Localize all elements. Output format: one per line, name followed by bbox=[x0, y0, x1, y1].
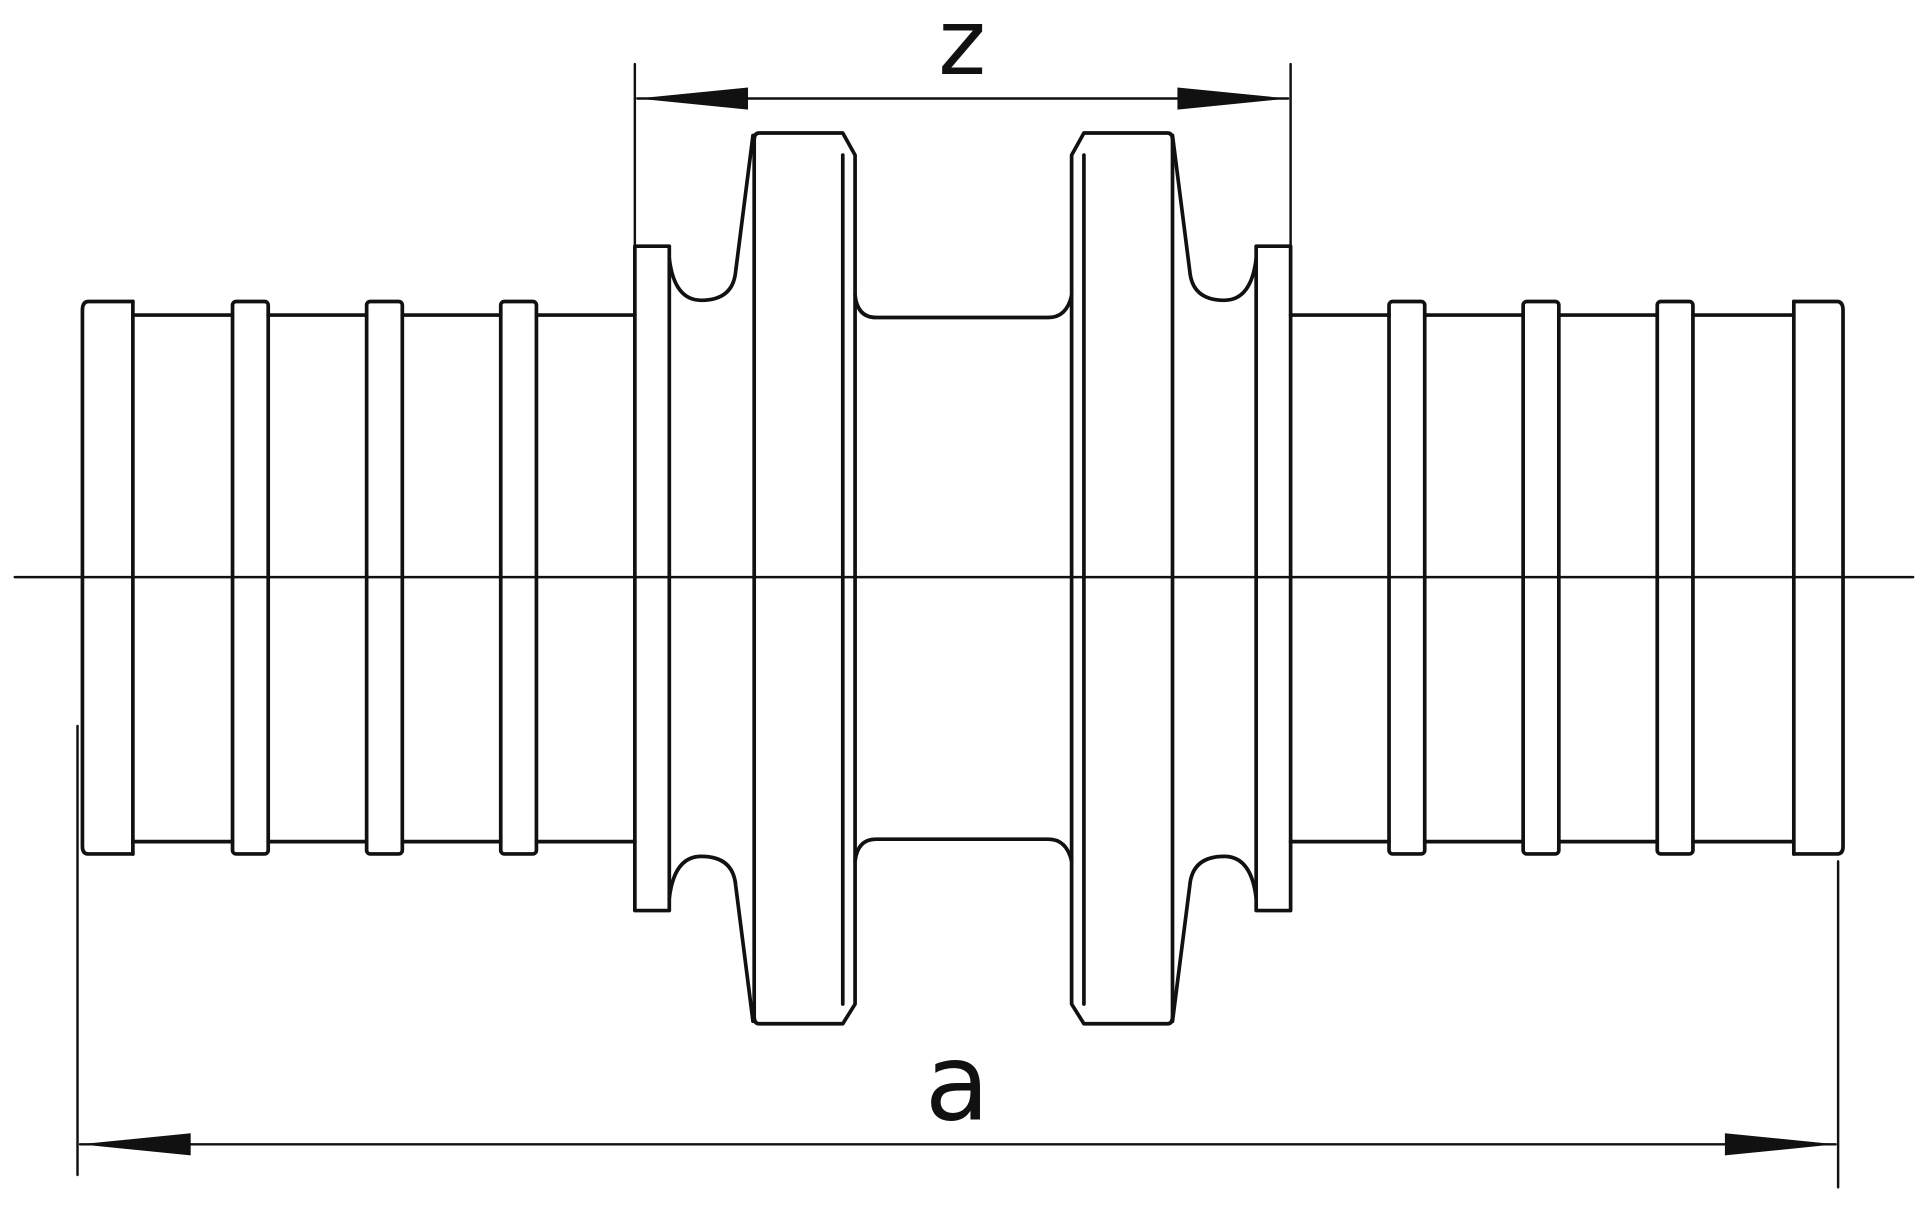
dim-z-label: z bbox=[938, 0, 986, 96]
center-body-bottom bbox=[853, 837, 1074, 864]
dim-a-label: a bbox=[925, 1022, 990, 1145]
left-barb-2 bbox=[364, 299, 405, 856]
dim-z-arrow-left bbox=[637, 87, 749, 110]
dim-a-arrow-left bbox=[79, 1133, 191, 1156]
right-end-cap bbox=[1791, 299, 1845, 856]
left-barb-3 bbox=[498, 299, 539, 856]
right-barb-3 bbox=[1655, 299, 1695, 856]
left-spigot-outline bbox=[131, 313, 637, 844]
left-groove-bottom bbox=[667, 854, 755, 1024]
right-stop-collar bbox=[1254, 244, 1293, 913]
right-groove-bottom bbox=[1170, 854, 1259, 1024]
left-stop-collar bbox=[633, 244, 672, 913]
right-barb-1 bbox=[1387, 299, 1427, 856]
center-body-top bbox=[853, 293, 1074, 320]
left-groove-top bbox=[667, 133, 755, 303]
left-barb-1 bbox=[230, 299, 271, 856]
dim-z-arrow-right bbox=[1177, 87, 1289, 110]
right-barb-2 bbox=[1521, 299, 1561, 856]
right-groove-top bbox=[1170, 133, 1259, 303]
left-end-cap bbox=[80, 299, 135, 856]
dim-a-arrow-right bbox=[1724, 1133, 1836, 1156]
right-spigot-outline bbox=[1288, 313, 1796, 844]
left-flange bbox=[752, 131, 857, 1026]
